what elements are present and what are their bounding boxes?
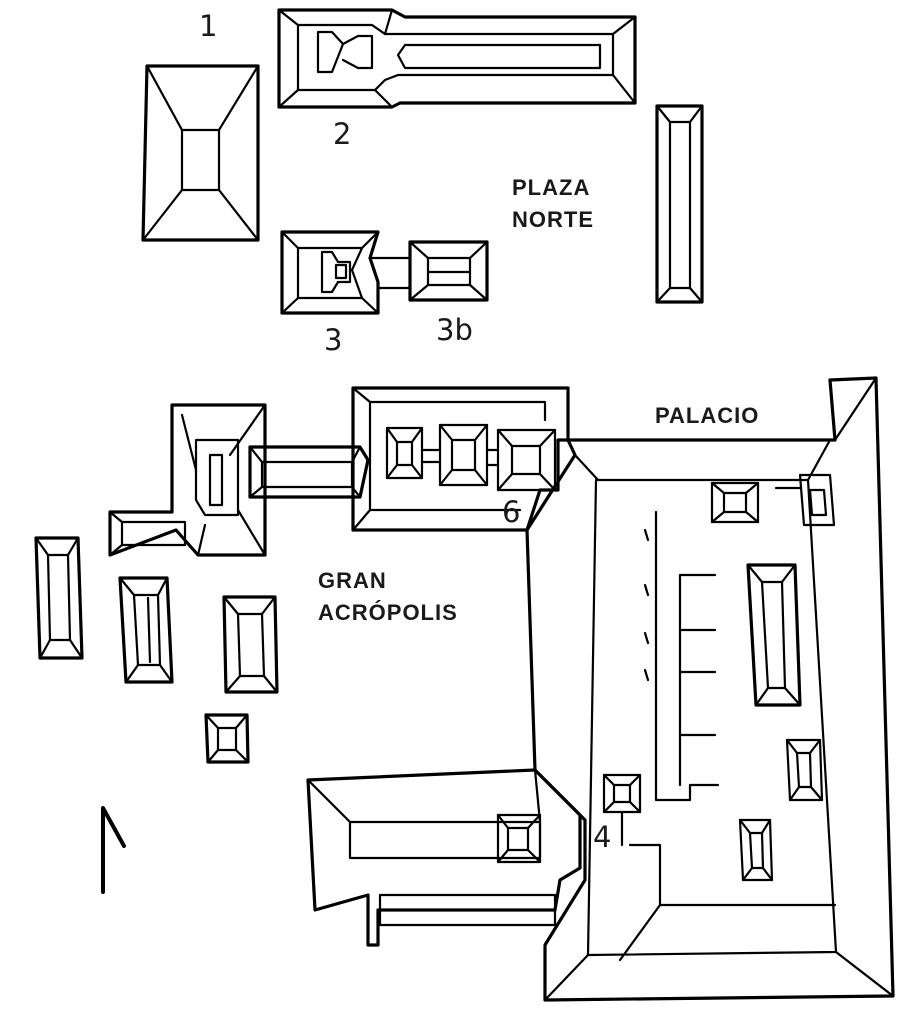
label-structure-3b: 3b	[436, 313, 473, 347]
connector-3-3b	[368, 256, 412, 290]
label-plaza-norte-line2: NORTE	[512, 207, 594, 232]
label-structure-1: 1	[199, 9, 218, 43]
label-structure-6: 6	[502, 495, 521, 529]
structure-1-pyramid	[141, 64, 260, 242]
acropolis-temple-row	[351, 386, 570, 532]
label-structure-2: 2	[333, 117, 352, 151]
label-gran-acropolis-line2: ACRÓPOLIS	[318, 600, 458, 625]
label-palacio: PALACIO	[655, 403, 760, 428]
structure-2-temple	[277, 8, 637, 109]
plaza-norte-east-building	[655, 104, 704, 304]
acropolis-west-pyramid	[108, 403, 267, 557]
label-structure-4: 4	[593, 820, 612, 854]
label-gran-acropolis-line1: GRAN	[318, 568, 387, 593]
label-gran-acropolis: GRAN ACRÓPOLIS	[318, 565, 458, 629]
north-arrow-icon	[101, 806, 126, 894]
palacio-complex	[525, 376, 895, 1002]
label-plaza-norte-line1: PLAZA	[512, 175, 591, 200]
label-structure-3: 3	[324, 323, 343, 357]
label-plaza-norte: PLAZA NORTE	[512, 172, 594, 236]
structure-3-temple	[280, 230, 380, 315]
acropolis-south-building	[306, 768, 582, 947]
acropolis-causeway	[248, 445, 370, 499]
acropolis-west-buildings	[34, 536, 279, 764]
structure-3b-temple	[408, 240, 489, 302]
